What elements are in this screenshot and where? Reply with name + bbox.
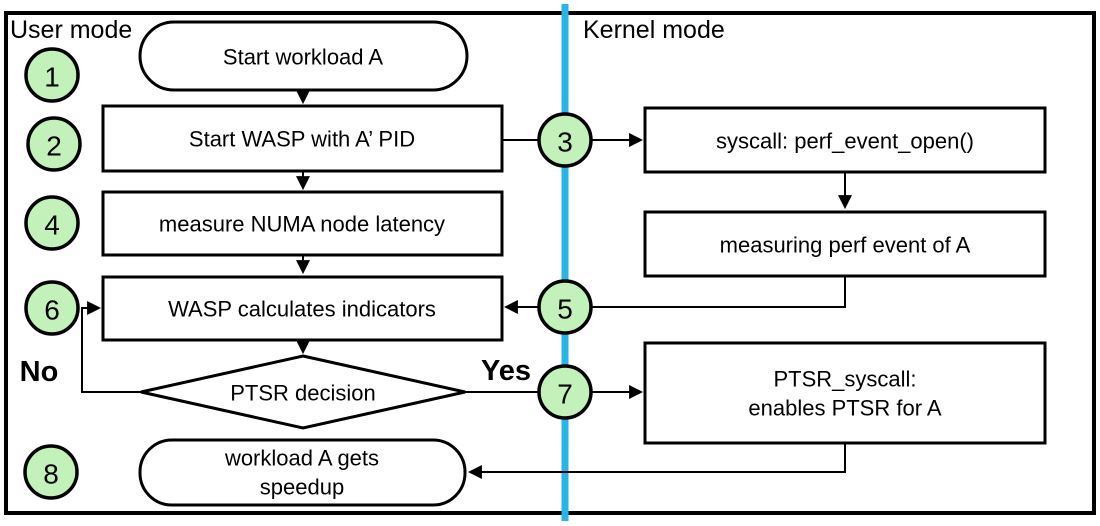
node-wasp-indicators: WASP calculates indicators [101, 275, 504, 342]
step-7-circle [537, 364, 593, 420]
start-wasp-box [101, 104, 504, 173]
arrow-no-loop-to-indicators [81, 301, 141, 393]
start-workload-label: Start workload A [223, 45, 384, 70]
measure-numa-box [101, 190, 504, 257]
node-syscall-open: syscall: perf_event_open() [643, 106, 1047, 174]
syscall-open-box [643, 106, 1047, 174]
ptsr-decision-label: PTSR decision [230, 381, 376, 406]
step-2-circle [26, 116, 82, 172]
node-measuring-perf: measuring perf event of A [643, 210, 1047, 278]
step-6-number: 6 [44, 295, 60, 326]
start-wasp-label: Start WASP with A’ PID [189, 127, 415, 152]
step-6-circle [24, 280, 80, 336]
user-mode-label: User mode [10, 16, 132, 44]
ptsr-syscall-label-line2: enables PTSR for A [748, 396, 942, 421]
step-badge-2: 2 [26, 116, 82, 172]
measuring-perf-box [643, 210, 1047, 278]
step-5-number: 5 [557, 294, 573, 325]
node-start-workload: Start workload A [138, 20, 469, 92]
node-speedup: workload A gets speedup [138, 438, 467, 507]
step-5-circle [537, 279, 593, 335]
node-ptsr-decision: PTSR decision [140, 354, 466, 430]
step-badge-7: 7 [537, 364, 593, 420]
step-badge-3: 3 [537, 112, 593, 168]
speedup-terminal [138, 438, 467, 507]
ptsr-decision-diamond [140, 354, 466, 430]
step-badge-6: 6 [24, 280, 80, 336]
wasp-indicators-box [101, 275, 504, 342]
kernel-mode-label: Kernel mode [583, 16, 725, 44]
start-workload-terminal [138, 20, 469, 92]
node-measure-numa: measure NUMA node latency [101, 190, 504, 257]
arrow-ptsr-syscall-to-speedup [467, 443, 846, 479]
step-2-number: 2 [46, 131, 62, 162]
node-ptsr-syscall: PTSR_syscall: enables PTSR for A [643, 341, 1047, 445]
measure-numa-label: measure NUMA node latency [159, 212, 445, 237]
step-1-circle [24, 47, 80, 103]
step-3-circle [537, 112, 593, 168]
outer-border [4, 11, 1096, 515]
step-7-number: 7 [557, 379, 573, 410]
step-badge-5: 5 [537, 279, 593, 335]
speedup-label-line1: workload A gets [224, 446, 379, 471]
ptsr-syscall-label-line1: PTSR_syscall: [773, 367, 916, 392]
yes-branch-label: Yes [481, 355, 531, 387]
speedup-label-line2: speedup [260, 475, 344, 500]
step-8-number: 8 [43, 459, 59, 490]
ptsr-syscall-box [643, 341, 1047, 445]
step-3-number: 3 [557, 127, 573, 158]
step-4-number: 4 [44, 210, 60, 241]
measuring-perf-label: measuring perf event of A [720, 233, 971, 258]
syscall-open-label: syscall: perf_event_open() [716, 129, 974, 154]
wasp-indicators-label: WASP calculates indicators [168, 297, 436, 322]
step-4-circle [24, 195, 80, 251]
step-8-circle [23, 444, 79, 500]
step-1-number: 1 [44, 62, 60, 93]
line-measuring-to-step5 [592, 276, 846, 308]
step-badge-8: 8 [23, 444, 79, 500]
node-start-wasp: Start WASP with A’ PID [101, 104, 504, 173]
step-badge-4: 4 [24, 195, 80, 251]
step-badge-1: 1 [24, 47, 80, 103]
no-branch-label: No [20, 356, 59, 388]
